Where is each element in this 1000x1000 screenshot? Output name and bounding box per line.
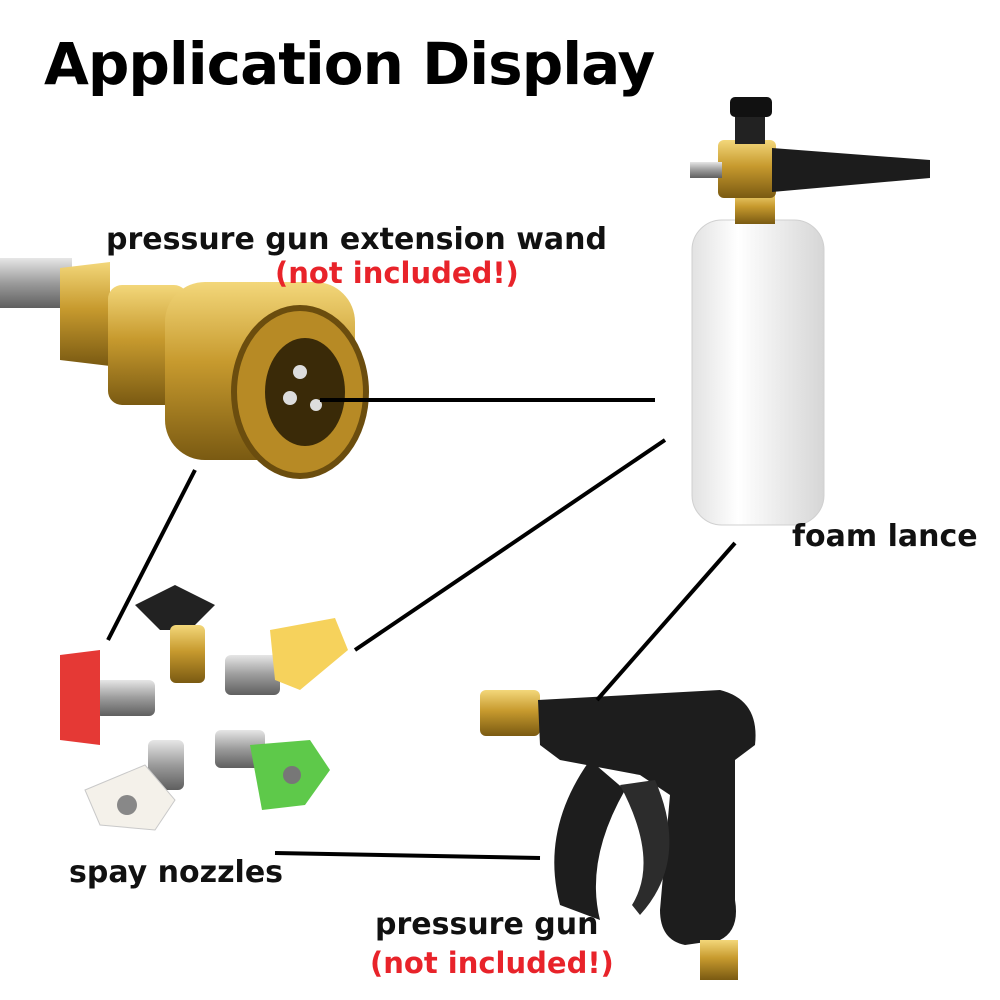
wand-label: pressure gun extension wand (106, 222, 607, 257)
foam-lance-label: foam lance (792, 519, 978, 554)
foam-lance-image (690, 97, 930, 526)
gun-label: pressure gun (375, 907, 599, 942)
nozzles-label: spay nozzles (69, 855, 284, 890)
nozzle-yellow (225, 618, 348, 695)
connector-lines (106, 398, 737, 860)
extension-wand-image (0, 258, 369, 479)
page-title: Application Display (44, 30, 655, 98)
nozzle-red (60, 650, 155, 745)
nozzle-white (84, 740, 184, 831)
nozzle-black (135, 585, 215, 683)
spray-nozzles-image (60, 585, 348, 831)
wand-not-included-note: (not included!) (275, 256, 519, 290)
line-nozzles-to-gun (274, 851, 541, 860)
nozzle-green (215, 730, 330, 810)
line-foam-to-nozzles (353, 438, 667, 652)
line-wand-to-nozzles (106, 469, 197, 641)
line-foam-to-gun (595, 541, 737, 702)
gun-not-included-note: (not included!) (370, 946, 614, 980)
pressure-gun-image (480, 690, 756, 980)
